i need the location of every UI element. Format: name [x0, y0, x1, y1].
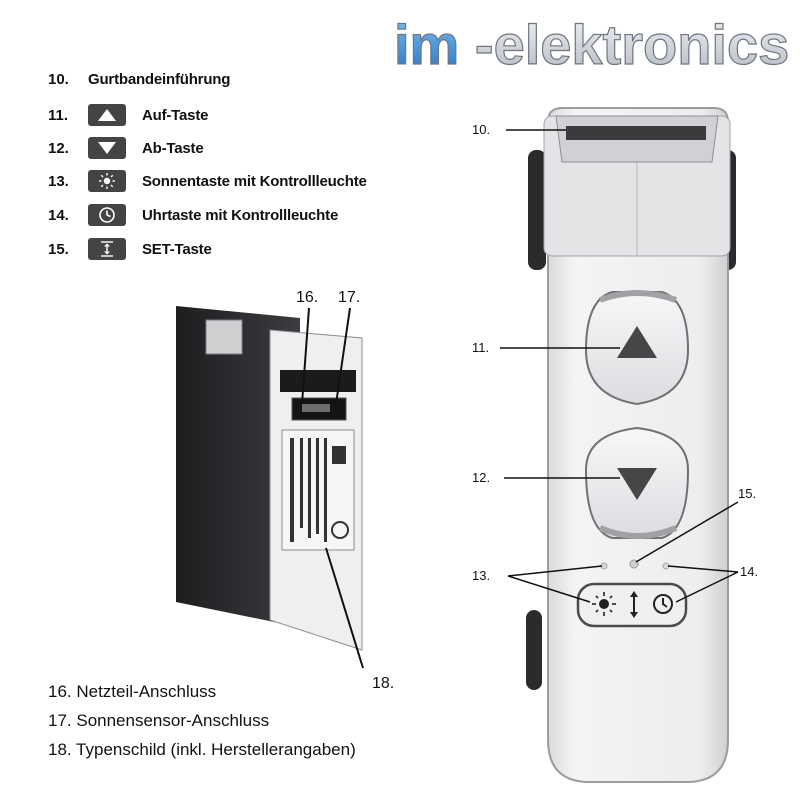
set-icon — [88, 238, 126, 260]
legend-label: Gurtbandeinführung — [88, 70, 231, 88]
bottom-legend-16: 16. Netzteil-Anschluss — [48, 682, 217, 701]
type-plate-print — [290, 438, 349, 542]
callout-line-13a — [507, 565, 603, 577]
sun-button-icon[interactable] — [592, 592, 616, 616]
legend-item-10: 10. Gurtbandeinführung — [48, 66, 230, 92]
legend-item-11: 11. Auf-Taste — [48, 102, 208, 128]
logo-im: im — [394, 13, 459, 76]
callout-15: 15. — [738, 486, 756, 501]
legend-label: Sonnentaste mit Kontrollleuchte — [142, 172, 367, 190]
legend-item-15: 15. SET-Taste — [48, 236, 212, 262]
clock-icon — [88, 204, 126, 226]
legend-number: 13. — [48, 172, 69, 190]
down-arrow-icon — [617, 468, 657, 500]
legend-item-14: 14. Uhrtaste mit Kontrollleuchte — [48, 202, 338, 228]
up-triangle-icon — [88, 104, 126, 126]
legend-label: Auf-Taste — [142, 106, 209, 124]
legend-label: Uhrtaste mit Kontrollleuchte — [142, 206, 339, 224]
device-callouts: 10. 11. 12. 15. 13. 14. — [472, 122, 758, 603]
legend-number: 11. — [48, 106, 69, 124]
callout-line-18 — [325, 547, 364, 669]
clock-button-icon[interactable] — [653, 594, 673, 614]
logo-rest: -elektronics — [475, 13, 789, 76]
legend-number: 10. — [48, 70, 69, 88]
legend-label: Ab-Taste — [142, 139, 204, 157]
callout-line-15 — [635, 501, 739, 563]
dark-side-panel — [176, 306, 300, 622]
sun-icon — [88, 170, 126, 192]
belt-slot — [566, 126, 706, 140]
callout-17: 17. — [338, 289, 360, 306]
upper-port — [280, 370, 356, 392]
callout-line-17 — [335, 307, 351, 405]
callout-12: 12. — [472, 470, 490, 485]
callout-line-14b — [675, 571, 739, 603]
bottom-legend-18: 18. Typenschild (inkl. Herstellerangaben… — [48, 740, 356, 759]
svg-text:im -elektronics: im -elektronics — [394, 13, 789, 76]
legend-label: SET-Taste — [142, 240, 212, 258]
legend-item-12: 12. Ab-Taste — [48, 135, 204, 161]
callout-line-14a — [667, 565, 739, 573]
legend-number: 15. — [48, 240, 69, 258]
up-arrow-icon — [617, 326, 657, 358]
bottom-legend-17: 17. Sonnensensor-Anschluss — [48, 711, 270, 730]
set-button-icon[interactable] — [630, 591, 638, 618]
legend-number: 14. — [48, 206, 69, 224]
callout-13: 13. — [472, 568, 490, 583]
side-closeup: 16. 17. 18. — [176, 289, 394, 692]
callout-11: 11. — [472, 340, 489, 355]
brand-logo: im -elektronics — [393, 12, 789, 76]
legend-item-13: 13. Sonnentaste mit Kontrollleuchte — [48, 168, 367, 194]
callout-line-13b — [507, 575, 591, 603]
callout-10: 10. — [472, 122, 490, 137]
callout-line-16 — [301, 307, 310, 405]
function-button-bar — [576, 582, 688, 628]
top-clip — [205, 319, 243, 355]
callout-16: 16. — [296, 289, 318, 306]
device-front — [526, 107, 736, 783]
callout-14: 14. — [740, 564, 758, 579]
callout-18: 18. — [372, 675, 394, 692]
port-pin — [302, 404, 330, 412]
legend-number: 12. — [48, 139, 69, 157]
down-triangle-icon — [88, 137, 126, 159]
